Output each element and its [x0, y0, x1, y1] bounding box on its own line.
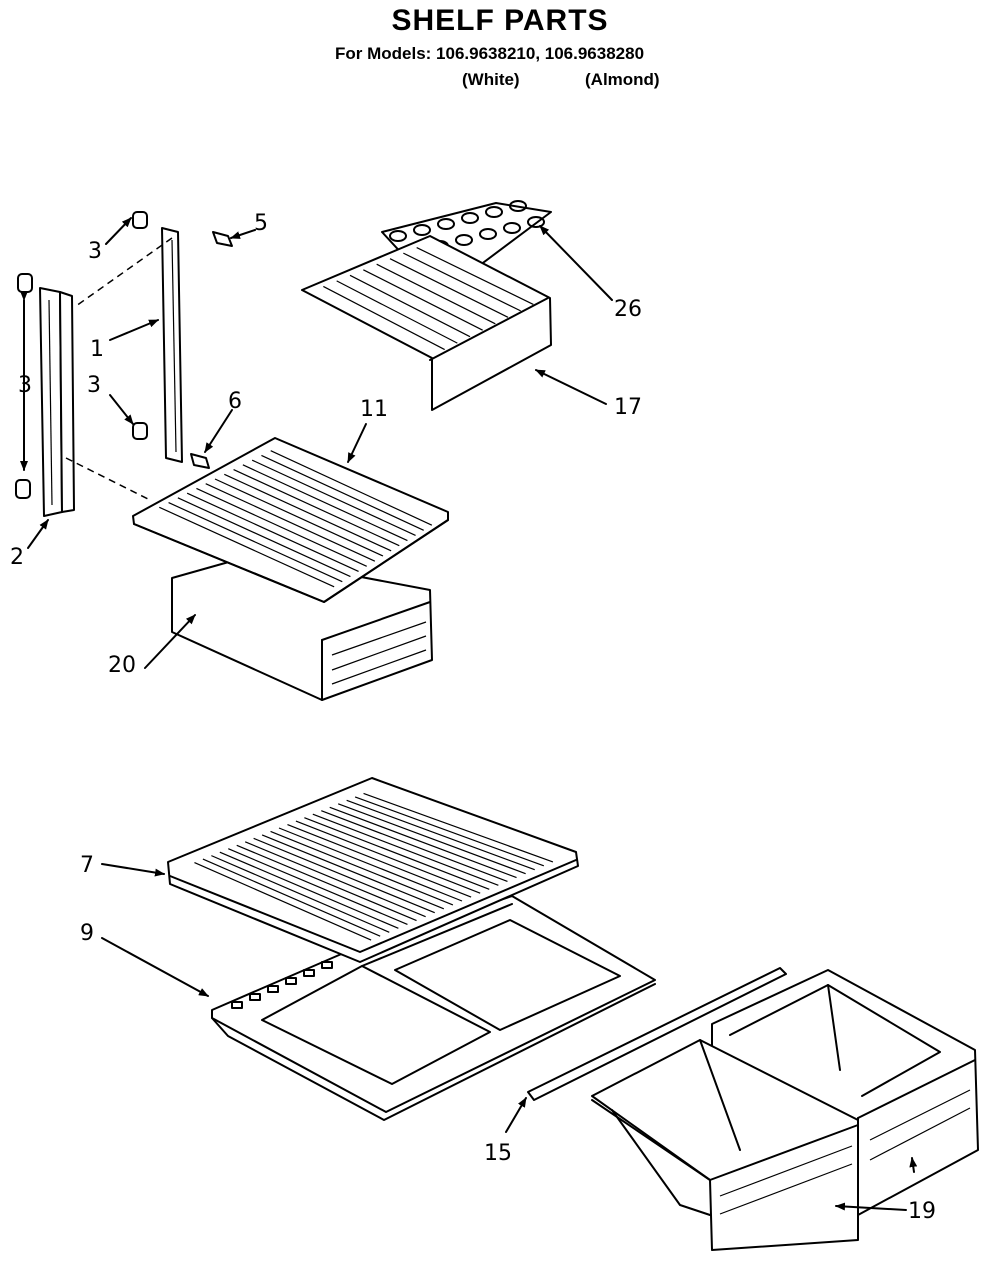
shelf-rib [228, 848, 408, 926]
part-2-shelf-rail [39, 287, 151, 517]
shelf-wire [389, 258, 509, 318]
shelf-wire [376, 263, 496, 325]
shelf-rib [219, 851, 399, 929]
shelf-rib [321, 810, 508, 883]
callout-11: 11 [360, 397, 388, 422]
shelf-rib [205, 483, 376, 562]
shelf-rib [312, 813, 499, 886]
shelf-rib [196, 487, 367, 567]
callout-26: 26 [614, 297, 642, 322]
frame-slot [285, 977, 297, 985]
egg-cup [413, 224, 431, 236]
egg-cup [389, 230, 407, 242]
callout-7: 7 [80, 853, 94, 878]
shelf-rib [253, 837, 435, 914]
shelf-rib [261, 454, 424, 531]
callout-17: 17 [614, 395, 642, 420]
egg-cup [503, 222, 521, 234]
shelf-rib [363, 792, 554, 863]
shelf-rib [354, 796, 545, 867]
egg-cup [527, 216, 545, 228]
callout-1: 1 [90, 337, 104, 362]
shelf-rib [168, 502, 343, 583]
shelf-rib [211, 855, 390, 933]
shelf-rib [261, 834, 445, 910]
shelf-rib [337, 803, 526, 875]
frame-slot [267, 985, 279, 993]
callout-15: 15 [484, 1141, 512, 1166]
egg-cup [479, 228, 497, 240]
shelf-wire [336, 280, 458, 344]
callout-3-upper: 3 [88, 239, 102, 264]
egg-cup [461, 212, 479, 224]
callout-3-lower: 3 [87, 373, 101, 398]
variant-white: (White) [462, 70, 520, 89]
shelf-rib [224, 473, 392, 552]
callout-9: 9 [80, 921, 94, 946]
callout-5: 5 [254, 211, 268, 236]
part-15-rail [527, 967, 787, 1101]
part-3-clip-lower-right [132, 422, 148, 440]
callout-2: 2 [10, 545, 24, 570]
callout-3-left: 3 [18, 373, 32, 398]
shelf-rib [270, 830, 454, 906]
shelf-rib [287, 823, 472, 898]
shelf-rib [329, 806, 517, 879]
egg-cup [485, 206, 503, 218]
part-11-shelf [132, 437, 449, 603]
shelf-rib [251, 459, 416, 536]
shelf-wire [323, 285, 445, 351]
shelf-rib [278, 827, 463, 902]
shelf-rib [194, 861, 372, 941]
frame-slot [249, 993, 261, 1001]
frame-slot [303, 969, 315, 977]
part-5-screw [212, 231, 233, 247]
shelf-rib [242, 464, 408, 542]
part-3-clip-upper-right [132, 211, 148, 229]
frame-slot [231, 1001, 243, 1009]
part-17-shelf [301, 235, 552, 411]
variant-almond: (Almond) [585, 70, 660, 89]
shelf-rib [202, 858, 381, 937]
egg-cup [509, 200, 527, 212]
models-line: For Models: 106.9638210, 106.9638280 [335, 44, 645, 63]
shelf-rib [236, 844, 417, 922]
shelf-rib [295, 820, 481, 894]
shelf-rib [186, 492, 359, 572]
leader-lines [20, 217, 918, 1211]
shelf-wire [416, 247, 534, 305]
part-6-screw [190, 453, 210, 469]
egg-cup [455, 234, 473, 246]
page-title: SHELF PARTS [391, 4, 609, 37]
part-7-shelf [167, 777, 579, 963]
callout-19: 19 [908, 1199, 936, 1224]
callout-20: 20 [108, 653, 136, 678]
shelf-rib [177, 497, 351, 578]
part-3-clip-upper-left [17, 273, 33, 293]
egg-cup [437, 218, 455, 230]
shelf-rib [304, 817, 490, 890]
shelf-wire [363, 269, 483, 331]
part-1-shelf-rail [75, 227, 183, 463]
shelf-rib [159, 506, 335, 588]
shelf-rib [233, 469, 400, 547]
part-3-clip-lower-left [15, 479, 31, 499]
shelf-wire [403, 252, 521, 312]
callout-6: 6 [228, 389, 242, 414]
shelf-rib [214, 478, 384, 557]
shelf-rib [244, 841, 426, 918]
shelf-rib [346, 799, 535, 871]
shelf-rib [270, 450, 433, 526]
frame-slot [321, 961, 333, 969]
part-19-crisper-drawers [591, 969, 979, 1251]
shelf-wire [349, 274, 471, 338]
